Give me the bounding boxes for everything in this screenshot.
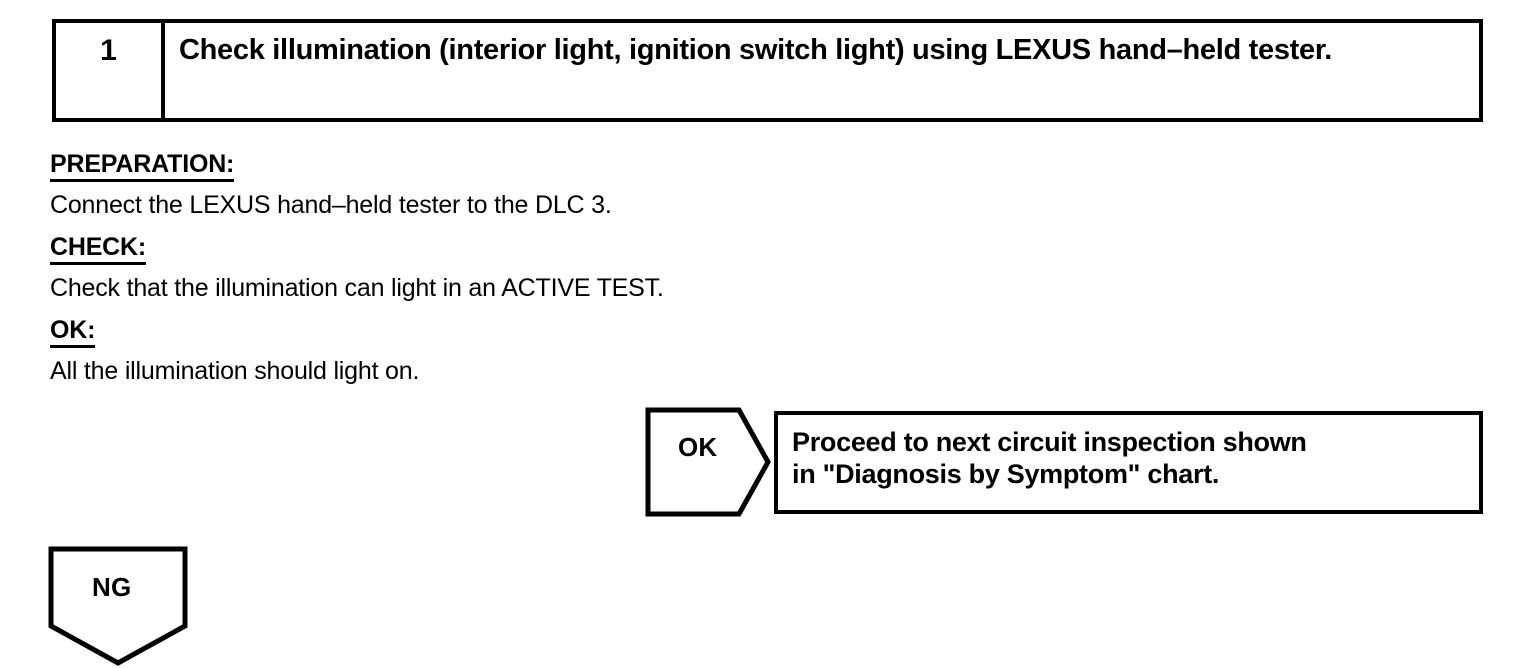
- step-title-cell: Check illumination (interior light, igni…: [165, 23, 1479, 118]
- preparation-label: PREPARATION:: [50, 152, 234, 182]
- ok-result-line-1: Proceed to next circuit inspection shown: [792, 427, 1307, 457]
- check-label: CHECK:: [50, 235, 146, 265]
- ok-criteria-text: All the illumination should light on.: [50, 357, 420, 385]
- ok-criteria-label: OK:: [50, 318, 95, 348]
- ok-result-box: Proceed to next circuit inspection shown…: [774, 411, 1483, 514]
- instruction-section-check: CHECK:: [50, 235, 1050, 265]
- instruction-section-ok: OK:: [50, 318, 1050, 348]
- step-title: Check illumination (interior light, igni…: [179, 34, 1333, 66]
- step-header-box: 1 Check illumination (interior light, ig…: [52, 19, 1483, 122]
- preparation-text: Connect the LEXUS hand–held tester to th…: [50, 191, 612, 219]
- ok-result-line-2: in "Diagnosis by Symptom" chart.: [792, 458, 1220, 489]
- step-number: 1: [100, 34, 117, 67]
- ng-branch-pennant-icon: [48, 546, 188, 666]
- ok-branch-pennant-icon: [645, 407, 771, 517]
- ok-branch-label: OK: [678, 432, 718, 462]
- instruction-block: PREPARATION: Connect the LEXUS hand–held…: [50, 152, 1050, 384]
- ng-branch-label: NG: [92, 572, 132, 602]
- step-number-cell: 1: [56, 23, 165, 118]
- instruction-section-preparation: PREPARATION:: [50, 152, 1050, 182]
- check-text: Check that the illumination can light in…: [50, 274, 664, 302]
